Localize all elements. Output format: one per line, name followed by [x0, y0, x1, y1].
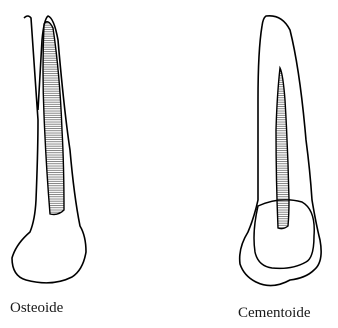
cementoide-tooth	[240, 16, 321, 286]
osteoide-label: Osteoide	[10, 300, 63, 317]
cementoide-pulp	[276, 68, 289, 229]
osteoide-tooth	[12, 16, 86, 283]
osteoide-pulp	[43, 22, 64, 215]
cementoide-label: Cementoide	[238, 305, 310, 322]
